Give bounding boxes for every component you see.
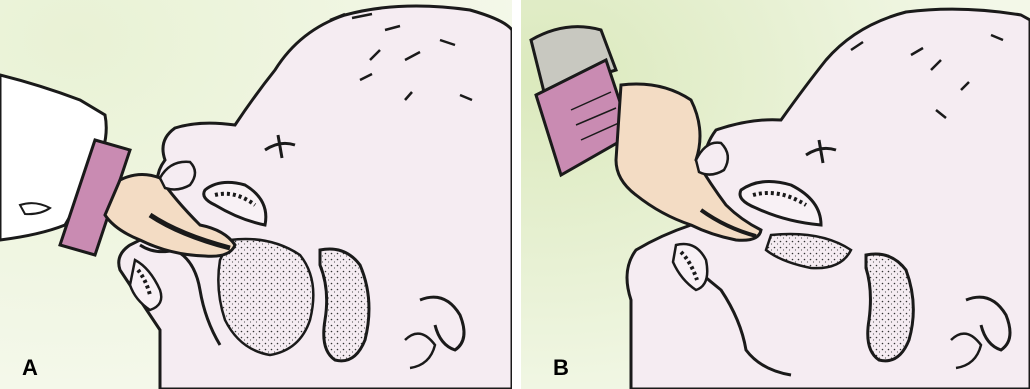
illustration-panel-b: B [521, 0, 1030, 389]
airway [320, 249, 369, 361]
panel-label-b: B [553, 355, 569, 381]
baby-feeding-illustration-b [521, 0, 1030, 389]
baby-feeding-illustration-a [0, 0, 512, 389]
airway [866, 254, 913, 361]
illustration-panel-a: A [0, 0, 512, 389]
panel-label-a: A [22, 355, 38, 381]
